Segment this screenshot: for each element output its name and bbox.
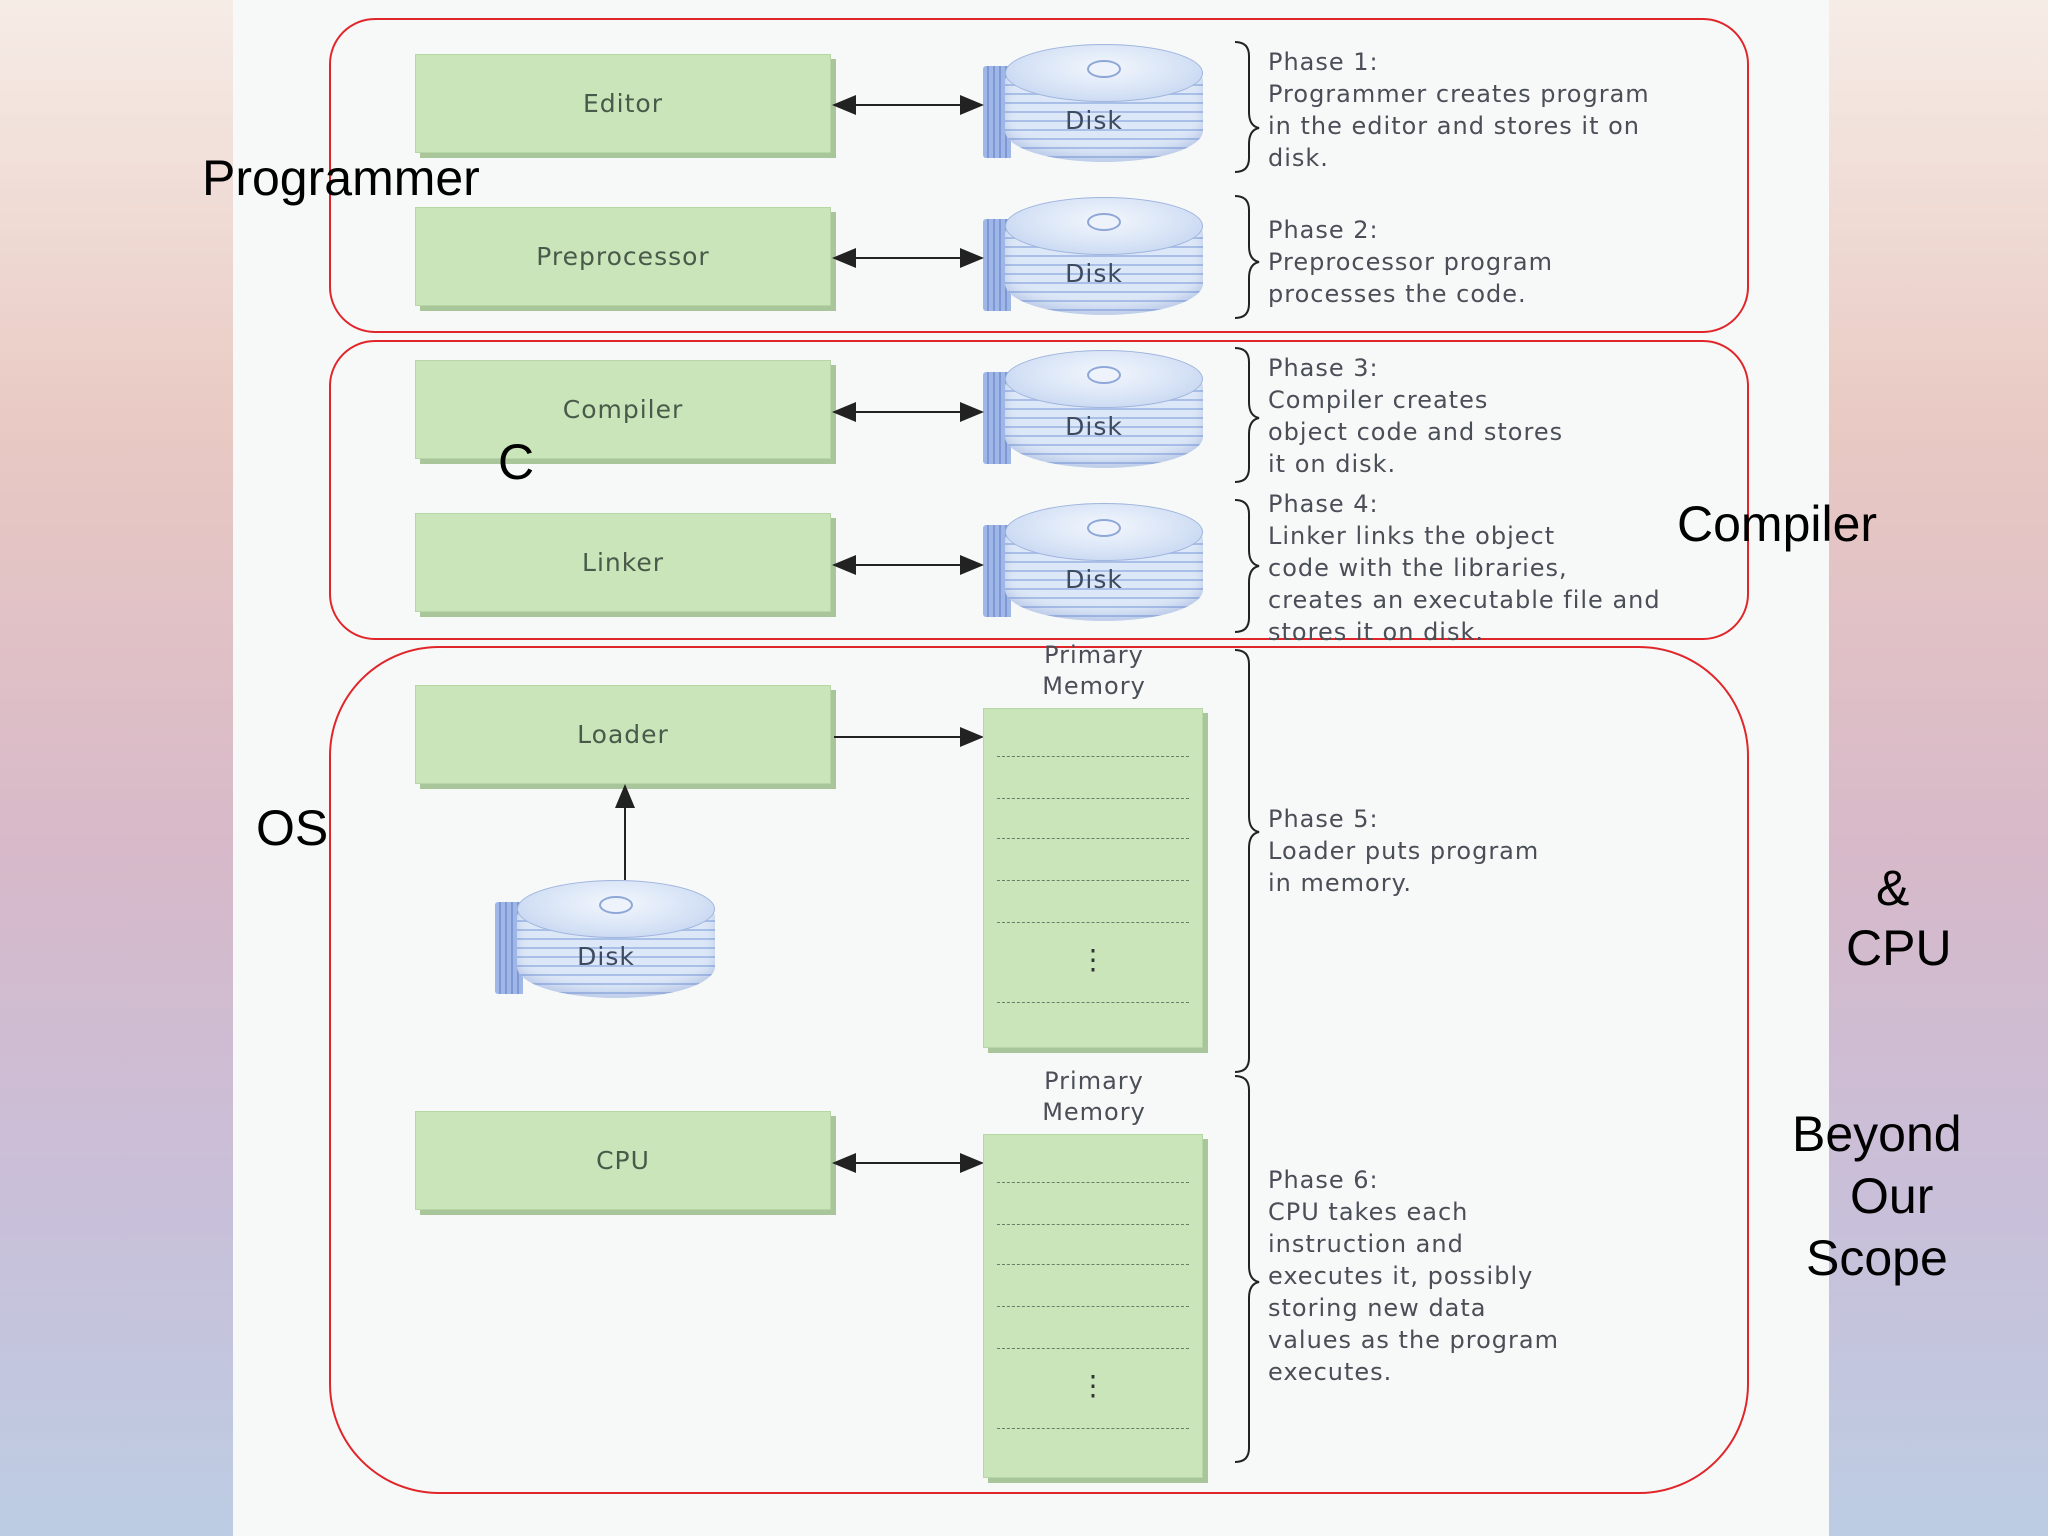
primary-memory-label: Primary Memory [1042,641,1146,700]
annotation-programmer: Programmer [202,150,480,206]
editor-box: Editor [415,54,831,153]
brace-phase-2 [1234,195,1260,319]
cpu-box: CPU [415,1111,831,1210]
phase-1-text: Phase 1: Programmer creates program in t… [1268,48,1650,172]
annotation-os: OS [256,800,329,856]
phase-5-text: Phase 5: Loader puts program in memory. [1268,805,1540,897]
annotation-our: Our [1850,1168,1934,1224]
primary-memory-block: ⋮ [983,708,1203,1048]
phase-3-text: Phase 3: Compiler creates object code an… [1268,354,1564,478]
disk-icon: Disk [983,44,1205,166]
disk-label: Disk [1065,565,1123,594]
brace-phase-6 [1234,1075,1260,1463]
brace-phase-4 [1234,499,1260,633]
phase-6-text: Phase 6: CPU takes each instruction and … [1268,1166,1559,1386]
os-cpu-region [329,646,1749,1494]
memory-ellipsis: ⋮ [1079,943,1107,976]
brace-phase-3 [1234,347,1260,483]
disk-label: Disk [577,942,635,971]
brace-phase-5 [1234,649,1260,1073]
primary-memory-label: Primary Memory [1042,1067,1146,1126]
annotation-beyond: Beyond [1792,1106,1962,1162]
annotation-ampersand: & [1876,860,1910,916]
primary-memory-block: ⋮ [983,1134,1203,1478]
disk-label: Disk [1065,106,1123,135]
annotation-compiler: Compiler [1677,496,1878,552]
disk-icon: Disk [983,350,1205,472]
phase-4-text: Phase 4: Linker links the object code wi… [1268,490,1661,646]
annotation-c: C [498,434,535,490]
disk-icon: Disk [983,503,1205,625]
disk-label: Disk [1065,412,1123,441]
linker-box: Linker [415,513,831,612]
disk-icon: Disk [495,880,717,1002]
annotation-scope: Scope [1806,1230,1948,1286]
disk-icon: Disk [983,197,1205,319]
phase-2-text: Phase 2: Preprocessor program processes … [1268,216,1554,308]
preprocessor-box: Preprocessor [415,207,831,306]
loader-box: Loader [415,685,831,784]
programmer-region [329,18,1749,333]
compiler-box: Compiler [415,360,831,459]
brace-phase-1 [1234,41,1260,173]
memory-ellipsis: ⋮ [1079,1369,1107,1402]
disk-label: Disk [1065,259,1123,288]
annotation-cpu: CPU [1846,920,1952,976]
compiler-region [329,340,1749,640]
